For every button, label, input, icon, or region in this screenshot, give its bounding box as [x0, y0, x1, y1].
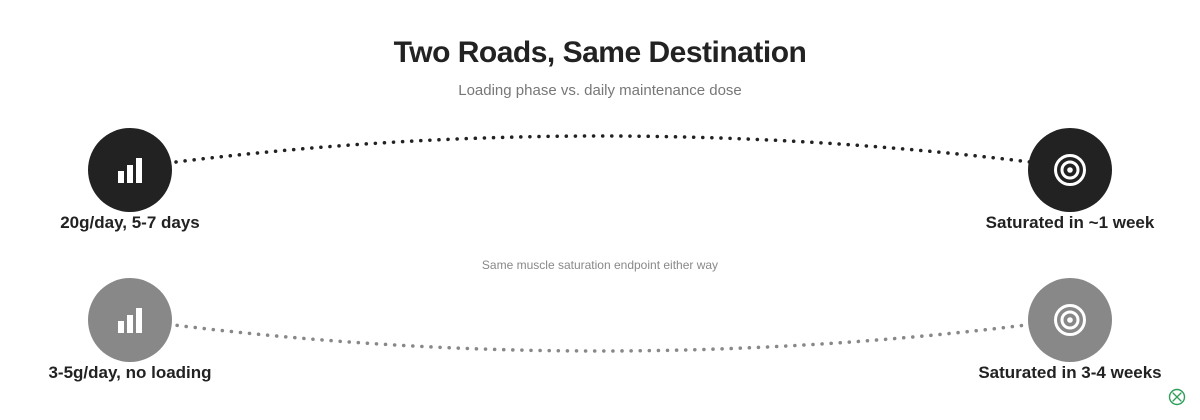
- route-2-start-label: 3-5g/day, no loading: [48, 363, 212, 382]
- route-2-end-node: [1028, 278, 1112, 362]
- page-subtitle: Loading phase vs. daily maintenance dose: [458, 82, 742, 99]
- route-1-end-node: [1028, 128, 1112, 212]
- page-title: Two Roads, Same Destination: [393, 36, 807, 69]
- route-2-start-node: [88, 278, 172, 362]
- route-2-end-label: Saturated in 3-4 weeks: [978, 363, 1162, 382]
- target-icon: [1054, 304, 1086, 336]
- endpoint-note: Same muscle saturation endpoint either w…: [481, 258, 719, 272]
- bar-chart-icon: [118, 308, 142, 333]
- route-1-start-label: 20g/day, 5-7 days: [60, 213, 200, 232]
- bar-chart-icon: [118, 158, 142, 183]
- route-1-path: [174, 134, 1032, 164]
- watermark-badge-icon: [1168, 388, 1186, 406]
- route-1-start-node: [88, 128, 172, 212]
- route-1-end-label: Saturated in ~1 week: [985, 213, 1155, 232]
- target-icon: [1054, 154, 1086, 186]
- route-2-path: [148, 320, 1052, 353]
